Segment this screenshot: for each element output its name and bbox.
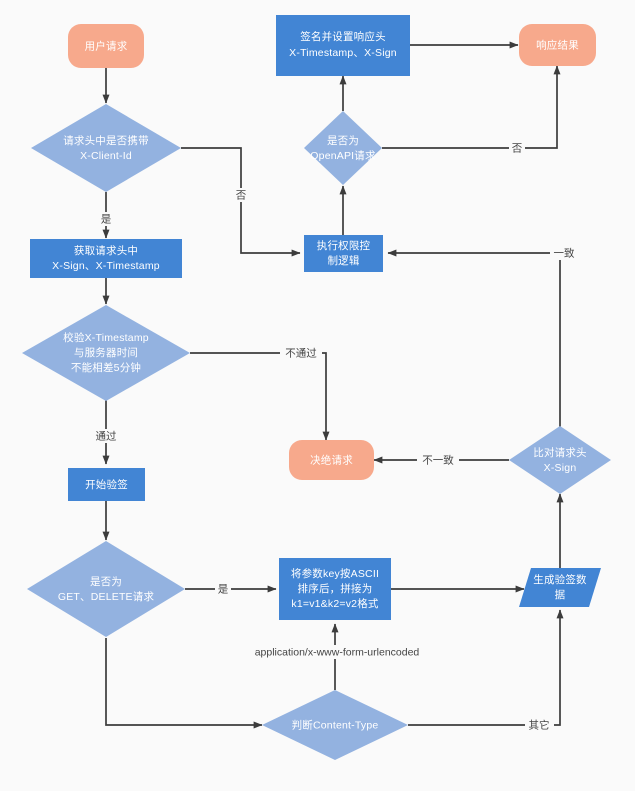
response-result-shape xyxy=(519,24,596,66)
sign-response-shape xyxy=(276,15,410,76)
node-judge-content-type[interactable]: 判断Content-Type xyxy=(262,690,408,760)
node-exec-permission[interactable]: 执行权限控 制逻辑 xyxy=(304,235,383,272)
compare-sign-shape xyxy=(509,426,611,494)
node-response-result[interactable]: 响应结果 xyxy=(519,24,596,66)
edge-is-openapi-to-response-result xyxy=(382,65,561,149)
edge-label-no-client-id: 否 xyxy=(233,188,249,202)
edge-label-no-openapi: 否 xyxy=(509,141,525,155)
edge-label-fail-timestamp: 不通过 xyxy=(280,346,322,360)
node-start-verify[interactable]: 开始验签 xyxy=(68,468,145,501)
generate-sign-shape xyxy=(519,568,601,607)
edge-compare-sign-to-exec-permission xyxy=(387,249,561,427)
edge-judge-content-type-to-generate-sign xyxy=(408,609,564,726)
start-verify-shape xyxy=(68,468,145,501)
node-user-request[interactable]: 用户请求 xyxy=(68,24,144,68)
edge-label-yes-client-id: 是 xyxy=(98,212,114,226)
user-request-shape xyxy=(68,24,144,68)
node-verify-timestamp[interactable]: 校验X-Timestamp 与服务器时间 不能相差5分钟 xyxy=(22,305,190,401)
node-reject-request[interactable]: 决绝请求 xyxy=(289,440,374,480)
edge-is-get-delete-to-judge-content-type xyxy=(105,638,263,729)
node-is-openapi[interactable]: 是否为 OpenAPI请求 xyxy=(304,111,382,185)
edge-label-sign-mismatch: 不一致 xyxy=(417,453,459,467)
node-generate-sign[interactable]: 生成验签数 据 xyxy=(519,568,601,607)
edge-label-content-type-other: 其它 xyxy=(525,718,554,732)
edge-label-pass-timestamp: 通过 xyxy=(92,429,120,443)
node-is-get-delete[interactable]: 是否为 GET、DELETE请求 xyxy=(27,541,185,637)
node-get-headers[interactable]: 获取请求头中 X-Sign、X-Timestamp xyxy=(30,239,182,278)
judge-content-type-shape xyxy=(262,690,408,760)
get-headers-shape xyxy=(30,239,182,278)
sort-ascii-shape xyxy=(279,558,391,620)
edge-verify-timestamp-to-reject-request xyxy=(190,352,330,441)
edge-label-content-type-form: application/x-www-form-urlencoded xyxy=(236,645,438,659)
edge-label-sign-match: 一致 xyxy=(550,246,578,260)
node-sign-response[interactable]: 签名并设置响应头 X-Timestamp、X-Sign xyxy=(276,15,410,76)
exec-permission-shape xyxy=(304,235,383,272)
node-compare-sign[interactable]: 比对请求头 X-Sign xyxy=(509,426,611,494)
edge-label-yes-get-delete: 是 xyxy=(215,582,231,596)
is-get-delete-shape xyxy=(27,541,185,637)
has-client-id-shape xyxy=(31,104,181,192)
verify-timestamp-shape xyxy=(22,305,190,401)
node-has-client-id[interactable]: 请求头中是否携带 X-Client-Id xyxy=(31,104,181,192)
node-sort-ascii[interactable]: 将参数key按ASCII 排序后，拼接为 k1=v1&k2=v2格式 xyxy=(279,558,391,620)
is-openapi-shape xyxy=(304,111,382,185)
reject-request-shape xyxy=(289,440,374,480)
